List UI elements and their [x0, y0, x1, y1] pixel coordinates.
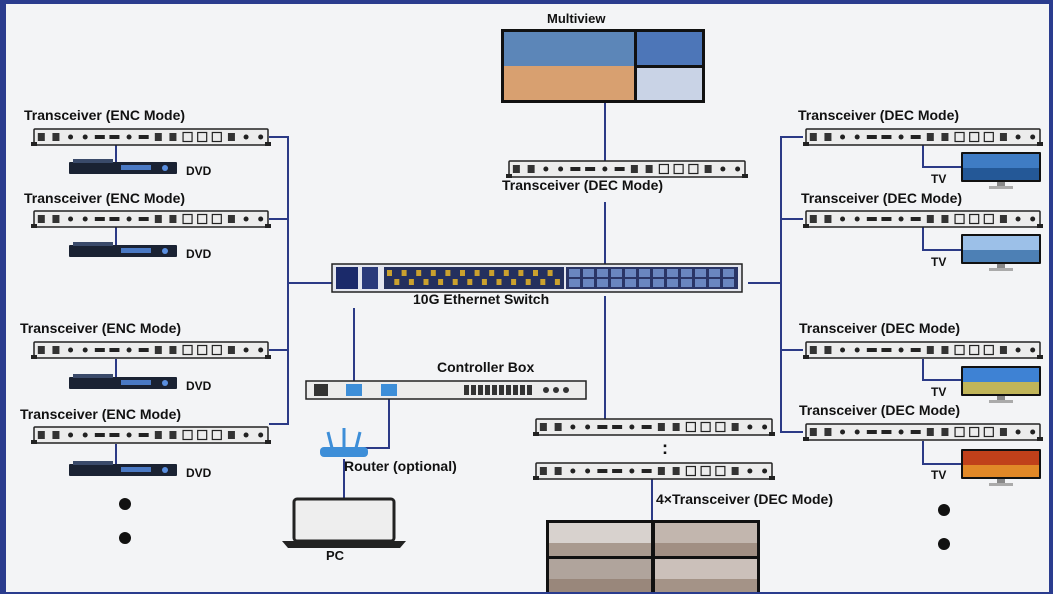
dec-transceiver-device [803, 423, 1043, 441]
dvd-player-icon [69, 159, 177, 174]
dvd-label-2: DVD [186, 247, 212, 261]
dec-transceiver-label-2: Transceiver (DEC Mode) [801, 190, 963, 206]
multiview-label: Multiview [547, 11, 606, 26]
tv-label-3: TV [931, 385, 947, 399]
enc-transceiver-label-3: Transceiver (ENC Mode) [20, 320, 182, 336]
vertical-ellipsis: : [662, 438, 668, 458]
enc-transceiver-device [31, 128, 271, 146]
dvd-player-icon [69, 242, 177, 257]
tv-monitor-icon [961, 152, 1041, 189]
dec-transceiver-device [803, 128, 1043, 146]
device-icons [31, 29, 1043, 592]
ellipsis-bullet [938, 538, 950, 550]
dvd-label-3: DVD [186, 379, 212, 393]
dec-transceiver-device [803, 341, 1043, 359]
diagram-canvas: Multiview Transceiver (ENC Mode) Transce… [6, 4, 1049, 592]
controller-box-icon [305, 380, 587, 400]
dvd-label-4: DVD [186, 466, 212, 480]
dvd-player-icon [69, 374, 177, 389]
video-wall-icon [546, 520, 760, 592]
ellipsis-bullet [119, 532, 131, 544]
center-dec-transceiver-label: Transceiver (DEC Mode) [502, 177, 664, 193]
controller-box-label: Controller Box [437, 359, 535, 375]
connection-lines [115, 102, 961, 550]
ellipsis-bullet [119, 498, 131, 510]
dec-transceiver-label-1: Transceiver (DEC Mode) [798, 107, 960, 123]
tv-monitor-icon [961, 366, 1041, 403]
tv-monitor-icon [961, 234, 1041, 271]
tv-label-2: TV [931, 255, 947, 269]
video-wall-transceivers-label: 4×Transceiver (DEC Mode) [656, 491, 834, 507]
dec-transceiver-label-4: Transceiver (DEC Mode) [799, 402, 961, 418]
tv-monitor-icon [961, 449, 1041, 486]
video-wall-transceiver-device [533, 462, 775, 480]
right-bracket-line [780, 136, 803, 433]
router-label: Router (optional) [344, 458, 457, 474]
ethernet-switch-icon [331, 263, 743, 293]
dvd-player-icon [69, 461, 177, 476]
left-bracket-line [269, 136, 289, 425]
enc-transceiver-device [31, 341, 271, 359]
ellipsis-bullet [938, 504, 950, 516]
dec-transceiver-label-3: Transceiver (DEC Mode) [799, 320, 961, 336]
enc-transceiver-device [31, 426, 271, 444]
enc-transceiver-label-4: Transceiver (ENC Mode) [20, 406, 182, 422]
dec-transceiver-device [803, 210, 1043, 228]
tv-label-1: TV [931, 172, 947, 186]
enc-transceiver-device [31, 210, 271, 228]
tv-label-4: TV [931, 468, 947, 482]
pc-label: PC [326, 548, 345, 563]
multiview-display-icon [501, 29, 705, 103]
laptop-pc-icon [282, 497, 406, 548]
enc-transceiver-label-1: Transceiver (ENC Mode) [24, 107, 186, 123]
video-wall-transceiver-device [533, 418, 775, 436]
enc-transceiver-label-2: Transceiver (ENC Mode) [24, 190, 186, 206]
center-dec-transceiver-device [506, 160, 748, 178]
switch-label: 10G Ethernet Switch [413, 291, 550, 307]
dvd-label-1: DVD [186, 164, 212, 178]
wifi-router-icon [320, 428, 368, 457]
